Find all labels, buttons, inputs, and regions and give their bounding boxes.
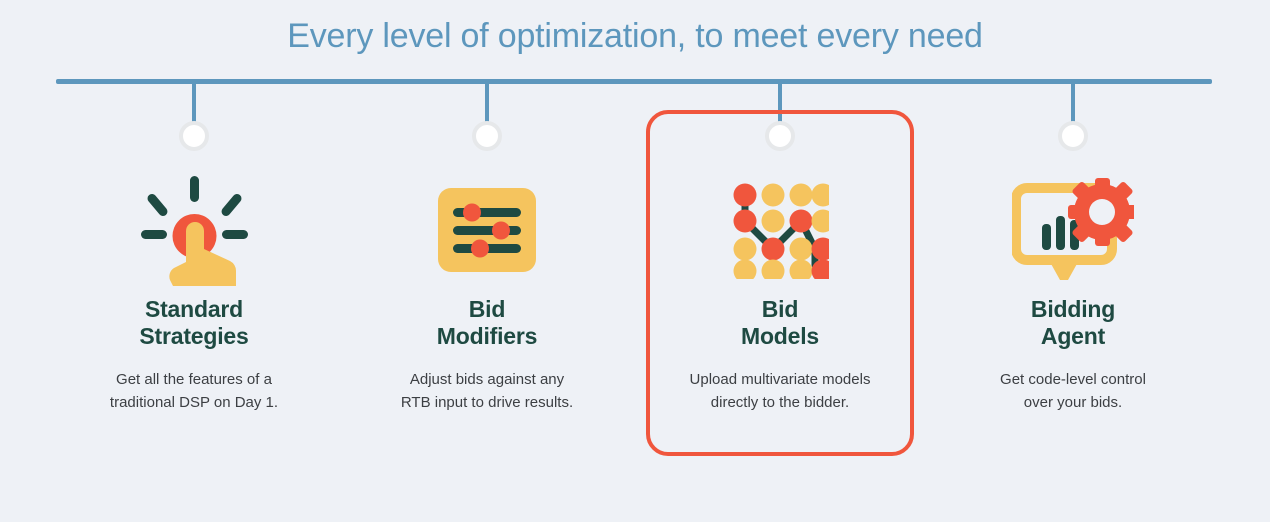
timeline-stem-3 xyxy=(778,83,782,133)
card-heading: Bidding Agent xyxy=(943,296,1203,350)
heading-line-1: Standard xyxy=(144,296,244,322)
timeline-node-3[interactable] xyxy=(765,121,795,151)
desc-line-2: over your bids. xyxy=(1023,394,1123,412)
timeline-stem-2 xyxy=(485,83,489,133)
card-description: Upload multivariate models directly to t… xyxy=(650,368,910,415)
heading-line-2: Strategies xyxy=(139,322,249,349)
timeline-stem-4 xyxy=(1071,83,1075,133)
desc-line-1: Get code-level control xyxy=(1000,370,1146,388)
heading-line-2: Agent xyxy=(1040,322,1106,349)
card-bid-models[interactable]: Bid Models Upload multivariate models di… xyxy=(650,170,910,414)
heading-line-1: Bidding xyxy=(1030,296,1116,322)
card-description: Get code-level control over your bids. xyxy=(943,368,1203,415)
highlight-box-bid-models xyxy=(646,110,914,456)
card-heading: Standard Strategies xyxy=(64,296,324,350)
card-heading: Bid Models xyxy=(650,296,910,350)
card-bidding-agent[interactable]: Bidding Agent Get code-level control ove… xyxy=(943,170,1203,414)
desc-line-1: Get all the features of a xyxy=(116,370,272,388)
desc-line-2: RTB input to drive results. xyxy=(400,394,574,412)
heading-line-1: Bid xyxy=(468,296,506,322)
heading-line-1: Bid xyxy=(761,296,799,322)
page-title: Every level of optimization, to meet eve… xyxy=(287,17,983,55)
heading-line-2: Models xyxy=(740,322,820,349)
timeline-node-1[interactable] xyxy=(179,121,209,151)
desc-line-2: directly to the bidder. xyxy=(710,394,850,412)
sliders-icon xyxy=(357,170,617,290)
timeline-stem-1 xyxy=(192,83,196,133)
dot-grid-chart-icon xyxy=(650,170,910,290)
card-heading: Bid Modifiers xyxy=(357,296,617,350)
timeline-node-2[interactable] xyxy=(472,121,502,151)
click-hand-icon xyxy=(64,170,324,290)
desc-line-1: Adjust bids against any xyxy=(409,370,565,388)
timeline-node-4[interactable] xyxy=(1058,121,1088,151)
card-bid-modifiers[interactable]: Bid Modifiers Adjust bids against any RT… xyxy=(357,170,617,414)
card-description: Get all the features of a traditional DS… xyxy=(64,368,324,415)
timeline-rule xyxy=(56,79,1212,84)
desc-line-2: traditional DSP on Day 1. xyxy=(109,394,279,412)
card-standard-strategies[interactable]: Standard Strategies Get all the features… xyxy=(64,170,324,414)
card-description: Adjust bids against any RTB input to dri… xyxy=(357,368,617,415)
desc-line-1: Upload multivariate models xyxy=(689,370,871,388)
heading-line-2: Modifiers xyxy=(436,322,538,349)
monitor-gear-icon xyxy=(943,170,1203,290)
